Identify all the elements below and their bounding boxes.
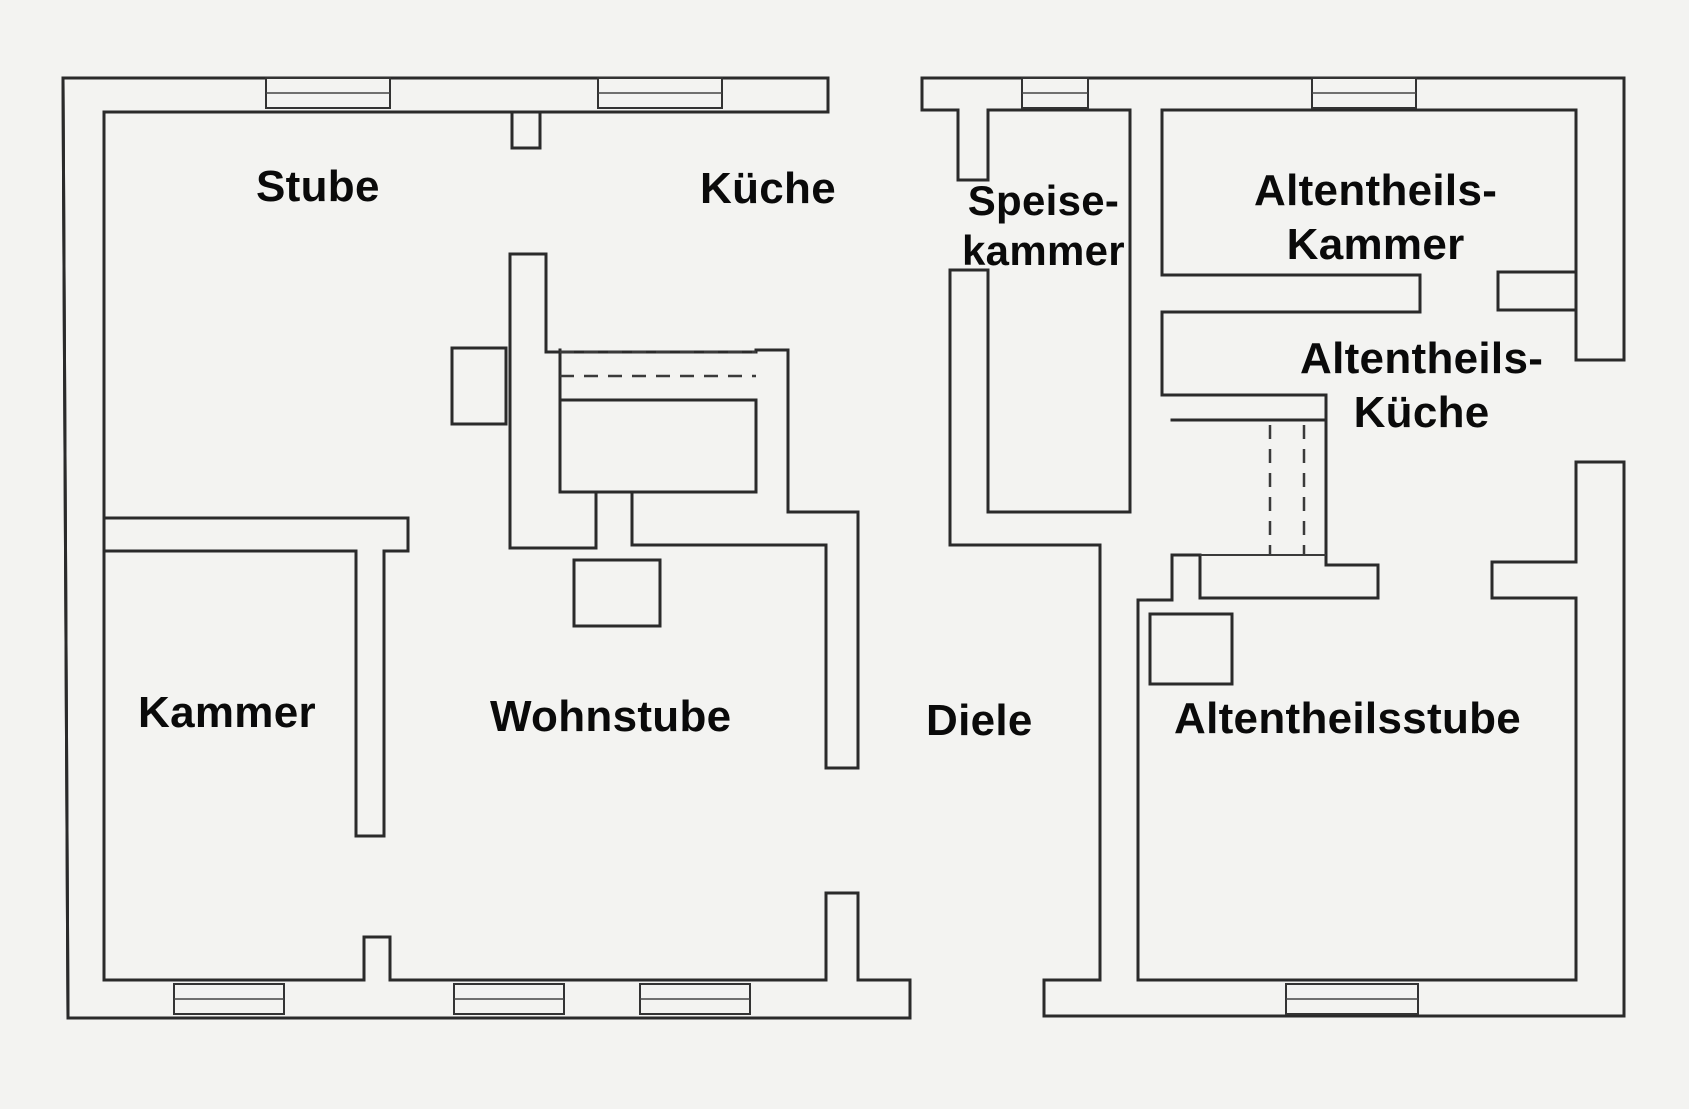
chimney-inner <box>558 348 758 494</box>
left-bottom-windows <box>173 983 751 1015</box>
kammer-side-block <box>1496 270 1578 312</box>
right-east-wall <box>1042 460 1626 1018</box>
speisekammer-walls <box>948 108 1132 1018</box>
stove-dashed-right <box>1268 425 1306 555</box>
room-label-altentheils-kammer: Altentheils- Kammer <box>1254 164 1497 272</box>
left-top-notch <box>510 110 542 150</box>
room-label-altentheils-kueche: Altentheils- Küche <box>1300 332 1543 440</box>
room-label-line: Altentheils- <box>1254 166 1498 215</box>
room-label-line: Speise- <box>967 177 1120 224</box>
room-label-text: Stube <box>256 162 380 211</box>
room-label-text: Altentheilsstube <box>1174 694 1522 743</box>
room-label-text: Diele <box>926 696 1033 745</box>
room-label-kueche: Küche <box>700 162 836 216</box>
room-label-text: Küche <box>700 164 836 213</box>
left-top-windows <box>265 77 723 109</box>
room-label-wohnstube: Wohnstube <box>490 690 731 744</box>
room-label-line: kammer <box>962 227 1125 274</box>
room-label-kammer: Kammer <box>138 686 316 740</box>
room-label-stube: Stube <box>256 160 380 214</box>
room-label-altentheilsstube: Altentheilsstube <box>1174 692 1521 746</box>
left-building-walls <box>61 76 912 1020</box>
room-label-line: Küche <box>1353 388 1490 437</box>
right-building-walls <box>920 76 1626 1018</box>
stove-dashed-top <box>560 350 756 378</box>
left-west-wall <box>61 76 106 1020</box>
stove-box-left <box>450 346 508 426</box>
altentheilsstube-box <box>1148 612 1234 686</box>
room-label-text: Kammer <box>138 688 316 737</box>
room-label-line: Kammer <box>1286 220 1465 269</box>
room-label-text: Wohnstube <box>490 692 732 741</box>
right-windows <box>1021 77 1419 1015</box>
altentheils-stove <box>1136 418 1380 982</box>
left-outer-wall <box>61 76 912 1020</box>
stove-box-bottom <box>572 558 662 628</box>
room-label-diele: Diele <box>926 694 1033 748</box>
stube-kammer-wall <box>102 516 410 838</box>
room-label-line: Altentheils- <box>1300 334 1544 383</box>
room-label-speisekammer: Speise- kammer <box>962 176 1125 276</box>
